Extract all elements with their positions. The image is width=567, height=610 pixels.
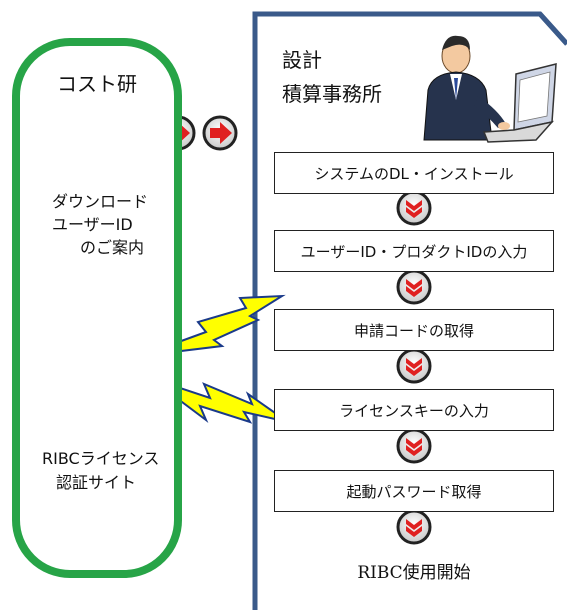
lightning-bolt-upper bbox=[139, 294, 286, 357]
arrow-down-icon-2 bbox=[396, 269, 432, 305]
license-site-line2: 認証サイト bbox=[56, 473, 137, 492]
office-title-line1: 設計 bbox=[282, 48, 322, 72]
step-box-3: 申請コードの取得 bbox=[274, 309, 554, 351]
step-box-2: ユーザーID・プロダクトIDの入力 bbox=[274, 230, 554, 272]
arrow-down-icon-4 bbox=[396, 428, 432, 464]
cost-lab-panel bbox=[12, 38, 182, 578]
arrow-down-icon-1 bbox=[396, 190, 432, 226]
arrow-down-icon-3 bbox=[396, 348, 432, 384]
arrow-right-icon-2 bbox=[202, 115, 238, 151]
arrow-down-icon-5 bbox=[396, 509, 432, 545]
step-box-4: ライセンスキーの入力 bbox=[274, 389, 554, 431]
download-notice-line1: ダウンロード bbox=[52, 192, 149, 211]
person-laptop-icon bbox=[423, 35, 557, 143]
final-step-label: RIBC使用開始 bbox=[357, 563, 471, 583]
step-box-5: 起動パスワード取得 bbox=[274, 470, 554, 512]
download-notice-line2: ユーザーID bbox=[52, 215, 133, 234]
cost-lab-title: コスト研 bbox=[57, 72, 137, 96]
download-notice-line3: のご案内 bbox=[80, 238, 145, 257]
office-title-line2: 積算事務所 bbox=[282, 82, 382, 106]
step-box-1: システムのDL・インストール bbox=[274, 152, 554, 194]
license-site-line1: RIBCライセンス bbox=[42, 449, 160, 468]
